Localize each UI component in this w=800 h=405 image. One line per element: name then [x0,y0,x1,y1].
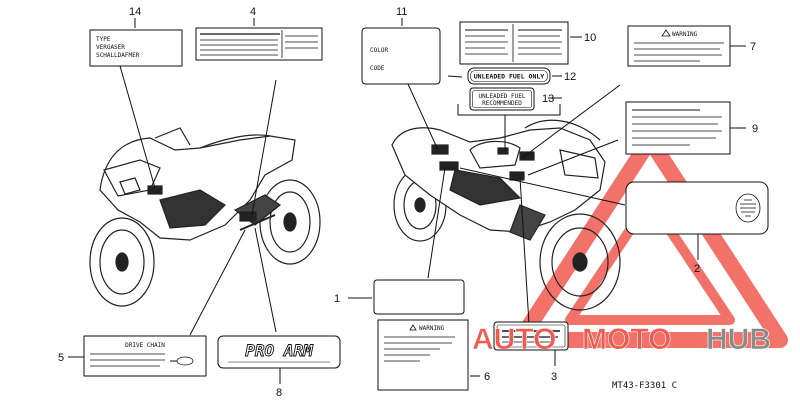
label-9-info [625,101,731,155]
label-12-text: UNLEADED FUEL ONLY [474,73,545,81]
label-6-warning: WARNING [377,319,469,391]
label-5-drive-chain: DRIVE CHAIN [83,335,207,377]
leader-lines [68,18,746,384]
watermark-hub: HUB [706,323,771,356]
label-14-line3: SCHALLDAFMER [96,52,140,59]
label-10-tyre-info [459,21,569,65]
label-7-title: WARNING [672,31,698,38]
label-5-title: DRIVE CHAIN [125,342,165,349]
label-8-pro-arm: PRO ARM [217,335,341,369]
callout-7: 7 [750,41,756,53]
watermark-moto: MOTO [582,323,671,356]
label-6-title: WARNING [419,325,445,332]
label-11-code: CODE [370,65,385,72]
watermark-logo-icon [512,132,788,348]
wing-emblem-icon [735,193,761,223]
watermark-auto: AUTO [472,323,556,356]
callout-1: 1 [334,293,340,305]
oil-can-icon [170,356,194,366]
label-1-plate [373,279,465,315]
label-13-line2: RECOMMENDED [482,100,522,107]
watermark-text: AUTO MOTO HUB [472,323,772,357]
label-13-line1: UNLEADED FUEL [479,93,526,100]
callout-8: 8 [276,387,282,399]
motorcycle-right-illustration [391,119,621,311]
label-11-color: COLOR [370,47,388,54]
callout-numbers: 14 4 11 10 7 12 13 9 2 1 5 6 3 8 [58,6,758,399]
callout-9: 9 [752,123,758,135]
callout-4: 4 [250,6,256,18]
label-11-color-code: COLOR CODE [361,27,441,85]
diagram-code: MT43-F3301 C [612,381,677,391]
label-4-info-strip [195,27,323,61]
callout-10: 10 [584,32,596,44]
callout-6: 6 [484,371,490,383]
label-14-line2: VERGASER [96,44,125,51]
callout-11: 11 [396,6,407,18]
callout-12: 12 [564,71,576,83]
label-12-unleaded-only: UNLEADED FUEL ONLY [467,67,551,85]
callout-14: 14 [129,6,141,18]
label-13-unleaded-recommended: UNLEADED FUEL RECOMMENDED [469,87,535,111]
label-3-plate [493,321,569,351]
callout-2: 2 [694,263,700,275]
label-2-emblem [625,181,769,235]
label-7-warning: WARNING [627,25,731,67]
callout-3: 3 [551,371,557,383]
label-14-line1: TYPE [96,36,111,43]
label-14-type-plate: TYPE VERGASER SCHALLDAFMER [89,29,183,67]
label-8-text: PRO ARM [245,341,314,360]
callout-5: 5 [58,352,64,364]
callout-13: 13 [542,93,554,105]
motorcycle-left-illustration [89,127,321,307]
